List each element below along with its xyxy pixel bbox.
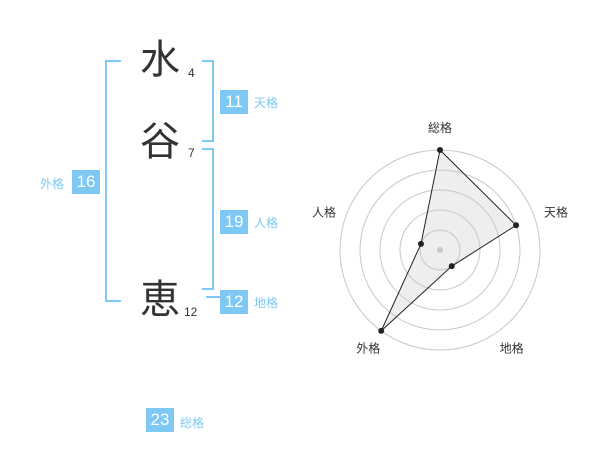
radar-ring-2: [399, 209, 481, 291]
radar-point-0: [437, 147, 443, 153]
gaikaku-label: 外格: [40, 177, 65, 191]
radar-axis-label-0: 総格: [428, 120, 452, 135]
radar-axis-label-3: 外格: [356, 341, 380, 356]
radar-axis-label-1: 天格: [544, 204, 568, 219]
name-char-3: 恵: [140, 277, 180, 323]
radar-ring-1: [419, 229, 461, 271]
name-char-1: 水: [140, 37, 180, 83]
tenkaku-label: 天格: [254, 96, 279, 110]
soukaku-value: 23: [146, 408, 174, 432]
radar-series: [380, 148, 517, 332]
tenkaku-bracket: [202, 60, 214, 142]
radar-ring-3: [379, 189, 501, 311]
gaikaku-bracket: [105, 60, 121, 302]
chikaku-connector: [206, 296, 220, 298]
radar-axis-label-2: 地格: [500, 341, 524, 356]
jinkaku-label: 人格: [254, 216, 279, 230]
radar-point-1: [513, 222, 520, 229]
gaikaku-value: 16: [72, 170, 100, 194]
jinkaku-value: 19: [220, 210, 248, 234]
soukaku-label: 総格: [180, 416, 205, 430]
radar-ring-4: [359, 169, 521, 331]
stroke-count-2: 7: [188, 146, 195, 160]
name-char-2: 谷: [140, 119, 180, 165]
stroke-count-3: 12: [184, 305, 198, 319]
radar-point-3: [378, 327, 385, 334]
chikaku-label: 地格: [254, 296, 279, 310]
tenkaku-value: 11: [220, 90, 248, 114]
chikaku-value: 12: [220, 290, 248, 314]
radar-point-2: [448, 263, 455, 270]
radar-center: [437, 247, 443, 253]
radar-point-4: [417, 240, 424, 247]
radar-axis-label-4: 人格: [312, 204, 336, 219]
stroke-count-1: 4: [188, 66, 195, 80]
jinkaku-bracket: [202, 148, 214, 290]
